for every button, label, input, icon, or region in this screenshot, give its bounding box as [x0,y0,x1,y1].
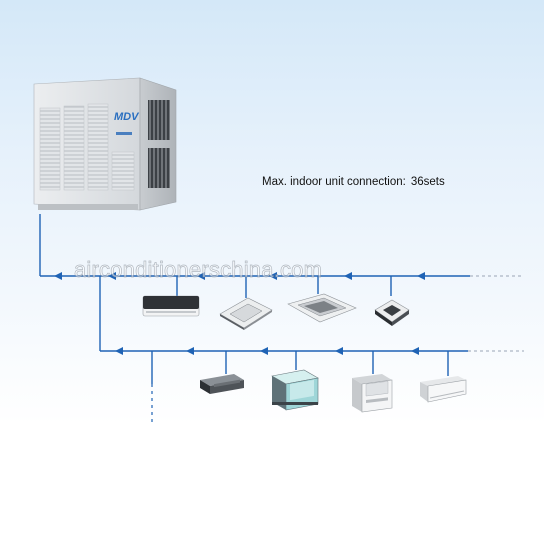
arrow-head [411,347,419,355]
compact-cassette-unit [374,299,410,326]
arrow-head [269,272,277,280]
arrow-head [260,347,268,355]
max-connection-count: 36 [410,176,424,188]
arrow-head [54,272,62,280]
arrow-head [186,347,194,355]
one-way-cassette-unit [287,293,357,323]
arrow-head [335,347,343,355]
ceiling-cassette-unit [219,297,273,330]
ceiling-floor-unit [420,376,467,403]
outdoor-unit-brand: MDV [114,111,140,123]
max-connection-caption: Max. indoor unit connection: 36sets [262,176,445,188]
outdoor-unit: MDV [33,77,177,211]
high-static-duct-unit [271,369,319,411]
arrow-head [108,272,116,280]
max-connection-unit: sets [423,176,445,188]
floor-standing-unit [352,374,393,413]
arrow-head [417,272,425,280]
arrow-head [344,272,352,280]
wall-mounted-unit [142,295,200,317]
arrow-head [115,347,123,355]
watermark: airconditionerschina.com [74,257,323,283]
duct-unit [200,374,244,394]
arrow-head [197,272,205,280]
max-connection-label: Max. indoor unit connection: [262,176,406,188]
